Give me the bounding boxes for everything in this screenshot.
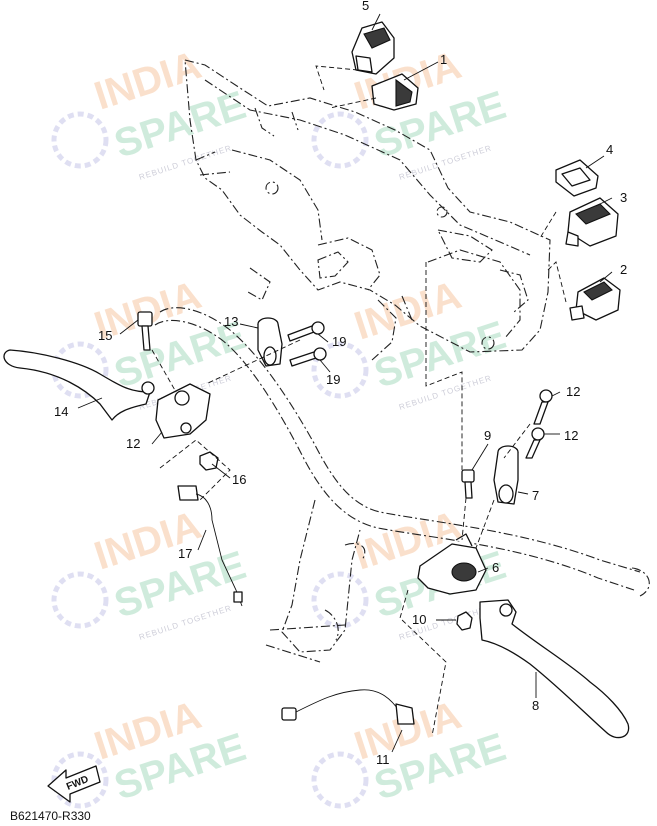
part-4-switch-cover[interactable] bbox=[555, 159, 599, 197]
part-15-lever[interactable] bbox=[3, 349, 155, 421]
handlebar-outline bbox=[154, 307, 650, 663]
callout-18: 17 bbox=[178, 546, 192, 561]
callout-3: 3 bbox=[620, 190, 627, 205]
callout-labels: 5 1 4 3 2 15 13 19 19 14 12 16 17 9 7 12… bbox=[54, 0, 627, 767]
callout-5: 5 bbox=[362, 0, 369, 13]
part-5-switch[interactable] bbox=[351, 21, 395, 75]
callout-1: 1 bbox=[440, 52, 447, 67]
part-18-cable[interactable] bbox=[177, 485, 243, 607]
callout-9: 9 bbox=[484, 428, 491, 443]
part-1-switch-block[interactable] bbox=[371, 73, 419, 111]
callout-7: 7 bbox=[532, 488, 539, 503]
callout-15: 14 bbox=[54, 404, 68, 419]
callout-4: 4 bbox=[606, 142, 613, 157]
part-11-switch-lead[interactable] bbox=[281, 689, 415, 725]
part-10-nut[interactable] bbox=[456, 611, 473, 631]
part-2-switch[interactable] bbox=[569, 277, 621, 321]
part-14-clamp[interactable] bbox=[257, 317, 283, 367]
watermark-logo: INDIA SPARE REBUILD TOGETHER bbox=[311, 43, 511, 182]
callout-13: 12 bbox=[126, 436, 140, 451]
part-6-holder[interactable] bbox=[417, 533, 487, 595]
part-3-switch[interactable] bbox=[565, 197, 619, 247]
callout-16: 15 bbox=[98, 328, 112, 343]
diagram-reference-code: B621470-R330 bbox=[10, 809, 91, 823]
part-13-holder[interactable] bbox=[155, 383, 211, 439]
forward-direction-badge: FWD bbox=[47, 765, 101, 803]
watermark-logo: INDIA SPARE REBUILD TOGETHER bbox=[51, 43, 251, 182]
callout-19: 19 bbox=[326, 372, 340, 387]
part-16-bolt[interactable] bbox=[137, 311, 153, 351]
part-12-bolt[interactable] bbox=[533, 389, 553, 425]
callout-6: 6 bbox=[492, 560, 499, 575]
part-17-nut[interactable] bbox=[199, 451, 219, 471]
part-8-lever[interactable] bbox=[479, 599, 630, 739]
callout-14: 13 bbox=[224, 314, 238, 329]
part-19-screw[interactable] bbox=[287, 321, 325, 342]
watermark-logo: INDIA SPARE REBUILD TOGETHER bbox=[311, 273, 511, 412]
callout-10: 10 bbox=[412, 612, 426, 627]
callout-11: 11 bbox=[376, 752, 390, 767]
part-12-bolt[interactable] bbox=[525, 427, 545, 459]
watermark-layer: INDIA SPARE REBUILD TOGETHER INDIA SPARE… bbox=[51, 43, 511, 809]
part-9-bolt[interactable] bbox=[461, 469, 475, 499]
part-19-screw[interactable] bbox=[289, 347, 327, 367]
callout-12: 12 bbox=[564, 428, 578, 443]
callout-19: 19 bbox=[332, 334, 346, 349]
watermark-logo: INDIA SPARE bbox=[51, 693, 251, 809]
callout-8: 8 bbox=[532, 698, 539, 713]
callout-12: 12 bbox=[566, 384, 580, 399]
part-7-clamp[interactable] bbox=[493, 445, 519, 505]
handlebar-cover-housing bbox=[184, 59, 551, 361]
leader-lines bbox=[77, 13, 613, 753]
watermark-logo: INDIA SPARE REBUILD TOGETHER bbox=[51, 503, 251, 642]
callout-2: 2 bbox=[620, 262, 627, 277]
callout-17: 16 bbox=[232, 472, 246, 487]
